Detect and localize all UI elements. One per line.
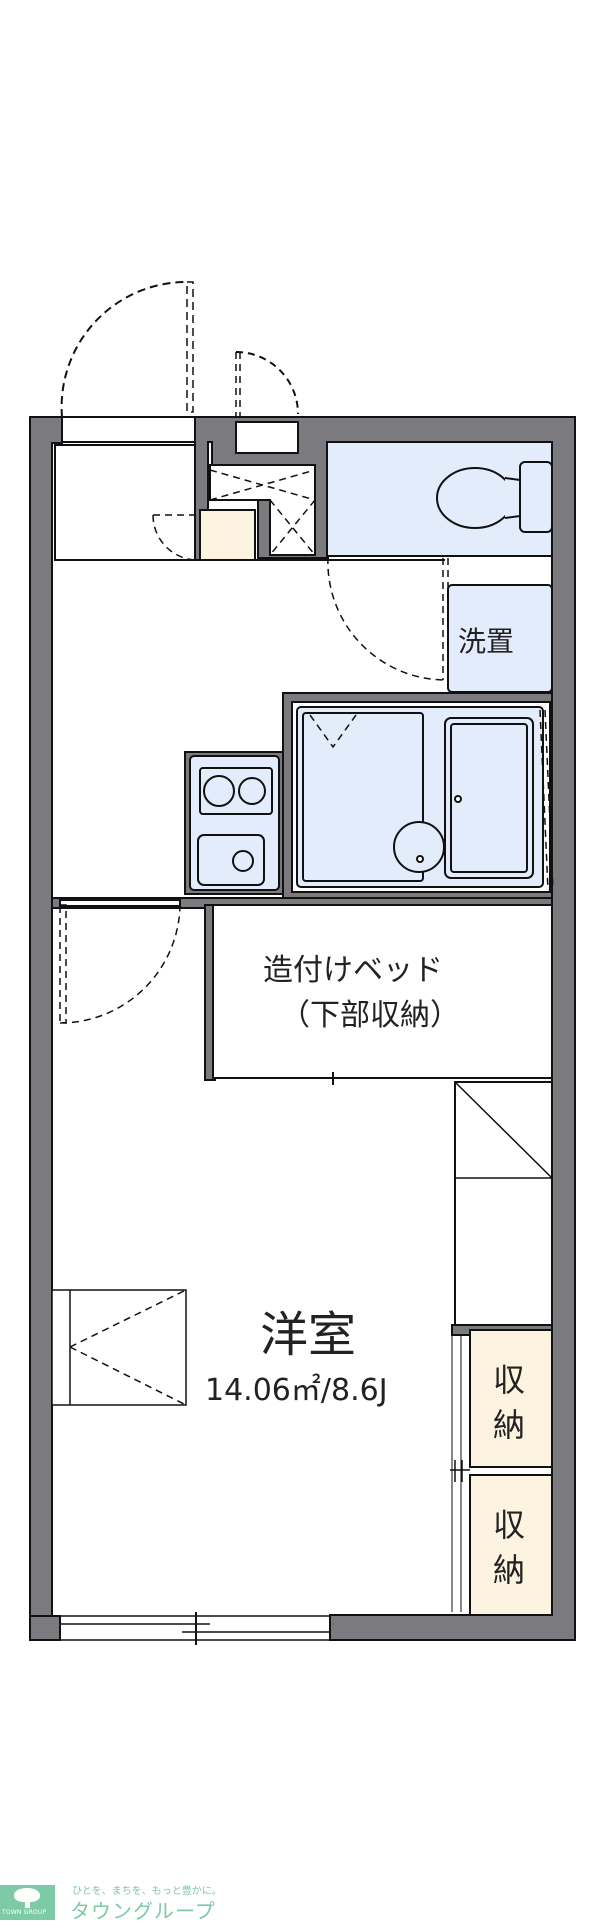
brand-slogan: ひとを、まちを、もっと豊かに。 xyxy=(72,1886,222,1897)
tree-icon xyxy=(14,1888,40,1902)
western-room-label: 洋室 xyxy=(260,1307,357,1363)
built-in-bed xyxy=(212,904,553,1079)
logo-text: TOWN GROUP xyxy=(2,1909,47,1916)
western-room-area: 14.06㎡/8.6J xyxy=(205,1373,388,1408)
storage-unit-2 xyxy=(469,1474,553,1616)
washer-label: 洗置 xyxy=(458,625,515,658)
storage-2-label-top: 収 xyxy=(493,1506,526,1544)
town-group-logo: TOWN GROUP xyxy=(0,1885,55,1920)
exterior-wall xyxy=(29,416,63,1617)
built-in-bed-label-line1: 造付けベッド xyxy=(263,953,443,988)
brand-name: タウングループ xyxy=(70,1899,216,1923)
storage-2-label-bottom: 納 xyxy=(493,1551,526,1589)
storage-1-label-top: 収 xyxy=(493,1361,526,1399)
storage-unit-1 xyxy=(469,1329,553,1468)
built-in-bed-label-line2: （下部収納） xyxy=(280,998,460,1033)
storage-1-label-bottom: 納 xyxy=(493,1406,526,1444)
floor-plan xyxy=(29,280,576,1645)
tree-trunk-icon xyxy=(25,1900,30,1908)
bottom-left-wall xyxy=(29,1615,61,1641)
